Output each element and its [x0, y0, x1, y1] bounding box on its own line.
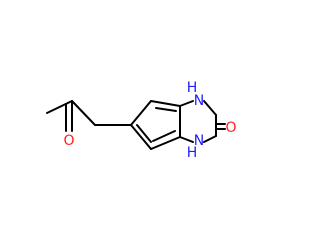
bond-c7-c6 — [130, 124, 152, 150]
bond-n3-c7a — [179, 136, 194, 143]
bond-aromatic-inner-3 — [136, 124, 152, 143]
bond-ch2-co — [71, 100, 96, 126]
atom-o-ketone: O — [63, 133, 74, 149]
molecule-structure: H N H N O O — [46, 80, 237, 161]
atom-h-bottom: H — [187, 145, 198, 161]
bond-c5-c5a — [150, 100, 181, 107]
bond-c4-c5 — [130, 100, 152, 126]
bond-co-ch3 — [46, 100, 73, 114]
atom-n-bottom: N — [194, 133, 204, 149]
bond-c7a-c7 — [150, 136, 181, 150]
bond-c2-n3 — [203, 135, 217, 143]
bond-aromatic-inner-2 — [152, 130, 176, 142]
atom-h-top: H — [187, 80, 198, 96]
bond-c5a-n1 — [179, 100, 194, 107]
bond-aromatic-inner-1 — [155, 107, 177, 112]
atom-o-ring-carbonyl: O — [225, 120, 236, 136]
bond-n1-c2 — [203, 100, 217, 116]
atom-n-top: N — [194, 93, 204, 109]
structure-canvas: H N H N O O — [46, 80, 237, 161]
